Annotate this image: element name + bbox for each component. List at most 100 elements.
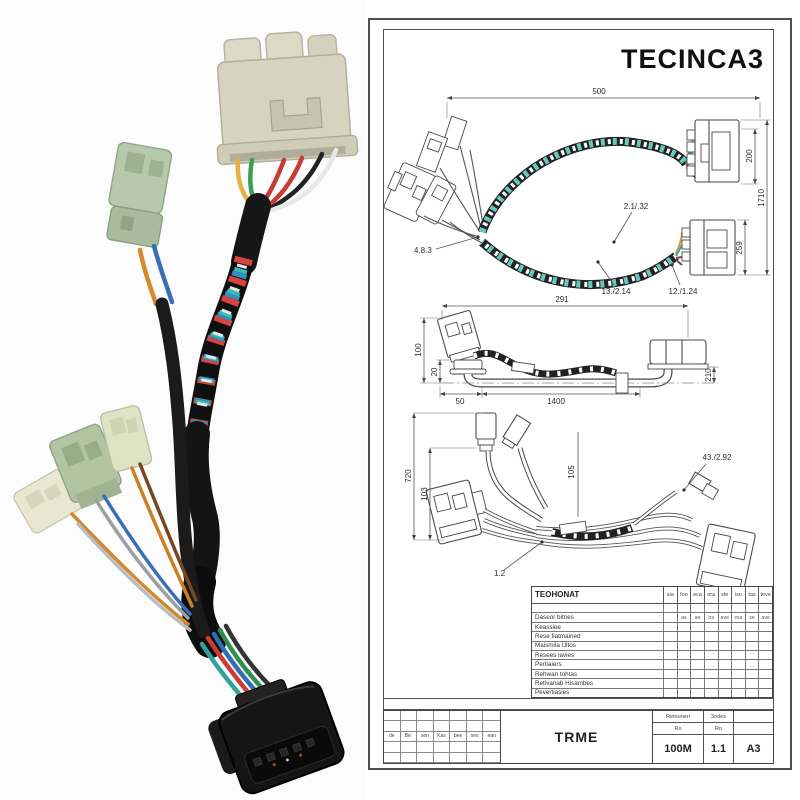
revision-cell: [417, 711, 434, 722]
revision-cell: [483, 721, 500, 732]
spec-cell: [663, 632, 677, 641]
spec-cell: os: [703, 613, 718, 622]
spec-cell: [676, 651, 691, 660]
revision-cell: [384, 742, 401, 753]
dim-20: 20: [430, 367, 439, 376]
spec-row-label: Pevertiasies: [535, 689, 570, 697]
main-loom: [181, 193, 271, 658]
revision-cell: [450, 752, 467, 763]
dim-259: 259: [735, 241, 744, 255]
spec-cell: [731, 651, 745, 660]
title-block-right: Retouneri 3odes Ro Ro 100M 1.1 A3: [653, 711, 773, 763]
spec-cell: [758, 660, 772, 669]
spec-row-label: Resees lavies: [535, 651, 575, 659]
spec-cell: [663, 679, 677, 688]
spec-cell: [703, 632, 718, 641]
spec-cell: [703, 651, 718, 660]
revision-cell: [466, 742, 484, 753]
spec-cell: [717, 604, 732, 613]
dim-50: 50: [456, 397, 465, 406]
spec-cell: [690, 660, 704, 669]
spec-cell: [690, 679, 704, 688]
revision-cell: [450, 711, 467, 722]
label-12-1-24: 12./1.24: [669, 287, 698, 296]
dim-1400: 1400: [547, 397, 565, 406]
spec-cell: [744, 688, 759, 698]
spec-table-row: Maismila Ultos: [532, 641, 772, 652]
spec-table-row: Retivanab Hisambes: [532, 679, 772, 689]
view-top-connector-lower: [681, 219, 736, 276]
sheet-band: [383, 698, 774, 710]
spec-cell: [758, 604, 772, 613]
cream-connector: [13, 468, 82, 534]
revision-cell: [450, 742, 467, 753]
spec-cell: [663, 688, 677, 698]
spec-cell: [717, 688, 732, 698]
pale-green-connector-wires: [130, 462, 198, 608]
sage-connector-wires: [137, 243, 175, 307]
spec-cell: [758, 622, 772, 632]
dim-500: 500: [592, 87, 606, 96]
revision-cell: [400, 752, 418, 763]
tb-scale-value: 100M: [653, 735, 704, 763]
spec-cell: [663, 660, 677, 669]
spec-row-label: Pertiaiers: [535, 661, 562, 669]
spec-table-row: [532, 604, 772, 614]
spec-cell: [731, 604, 745, 613]
dim-291: 291: [555, 295, 569, 304]
revision-cell: [384, 711, 401, 722]
spec-row-label: Keassiee: [535, 623, 561, 631]
revision-cell: [466, 721, 484, 732]
revision-cell: de: [384, 731, 401, 743]
beige-connector: [216, 31, 359, 166]
revision-cell: [433, 752, 451, 763]
spec-table-title: TEOHONAT: [535, 590, 580, 599]
tb-col3-header: [734, 711, 773, 723]
spec-cell: [717, 641, 732, 651]
spec-cell: [703, 641, 718, 651]
sheet-title: TECINCA3: [620, 44, 764, 74]
spec-cell: [663, 604, 677, 613]
spec-cell: [703, 679, 718, 688]
spec-cell: [731, 622, 745, 632]
spec-cell: [731, 688, 745, 698]
tb-format-value: A3: [746, 743, 761, 755]
dim-103: 103: [420, 487, 429, 501]
spec-table-row: Resees lavies: [532, 651, 772, 661]
revision-cell: [384, 752, 401, 763]
spec-cell: [731, 679, 745, 688]
spec-cell: [744, 641, 759, 651]
spec-cell: [663, 669, 677, 679]
spec-cell: [758, 651, 772, 660]
revision-cell: [400, 742, 418, 753]
spec-cell: [703, 660, 718, 669]
spec-cell: [703, 622, 718, 632]
spec-row-label: Rehwan tohtas: [535, 670, 578, 678]
spec-cell: [717, 622, 732, 632]
drawing-name: TRME: [501, 711, 653, 763]
revision-cell: [483, 742, 500, 753]
spec-cell: se: [744, 613, 759, 622]
view-bottom: 720 103 105 43./2.92 1.2: [404, 412, 756, 586]
spec-table-row: Rese fiatmained: [532, 632, 772, 642]
spec-cell: as: [676, 613, 691, 622]
revision-cell: Be:: [400, 731, 418, 743]
revision-cell: [483, 711, 500, 722]
revision-cell: ses: [466, 731, 484, 743]
spec-cell: [676, 632, 691, 641]
label-4-8-3: 4.8.3: [414, 246, 432, 255]
spec-row-label: [532, 604, 663, 612]
spec-cell: [703, 688, 718, 698]
spec-row-label: Daseor bitnes: [535, 614, 574, 622]
drawing-sheet: TECINCA3: [368, 18, 792, 770]
revision-cell: [417, 742, 434, 753]
dim-100: 100: [414, 343, 423, 357]
spec-cell: ave: [758, 613, 772, 622]
tb-revision-value: 1.1: [704, 735, 734, 763]
revision-cell: [400, 711, 418, 722]
spec-col-header: eca: [690, 587, 704, 603]
revision-cell: [483, 753, 500, 763]
dim-1710: 1710: [757, 189, 766, 207]
